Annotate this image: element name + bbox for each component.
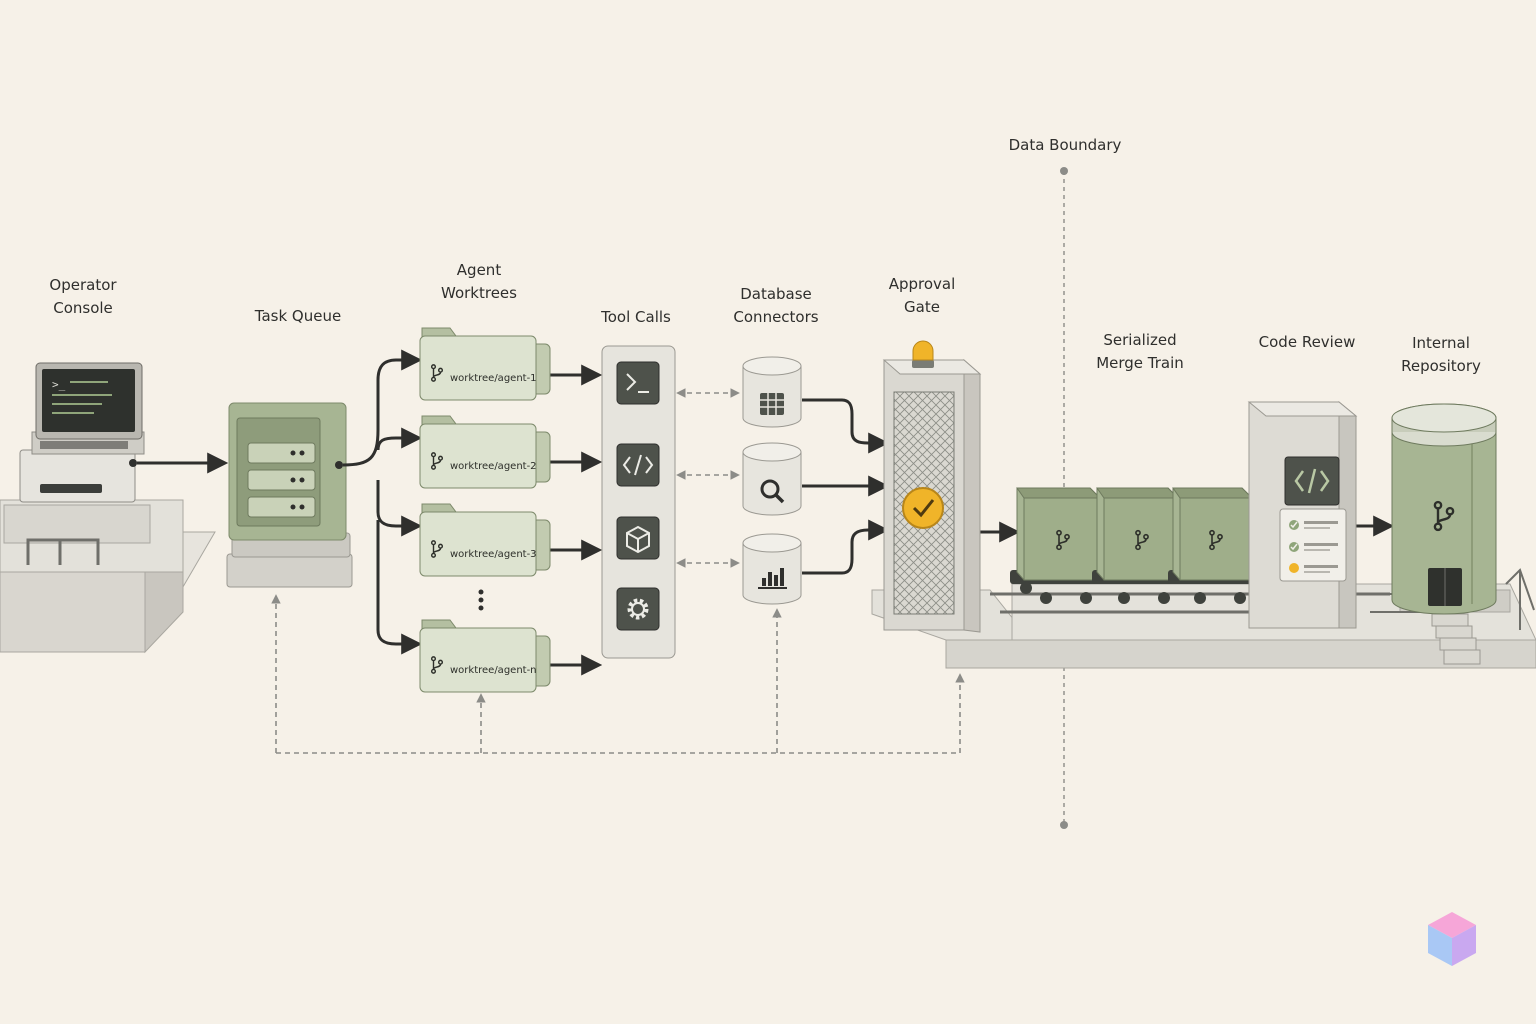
label-internal-repository: Internal Repository (1381, 332, 1501, 378)
label-task-queue: Task Queue (238, 305, 358, 328)
operator-console: >_ (0, 362, 216, 654)
label-line: Console (53, 299, 113, 317)
database-table (742, 356, 802, 428)
label-line: Internal (1412, 334, 1470, 352)
label-line: Data Boundary (1008, 136, 1122, 154)
brand-logo-icon (1428, 912, 1476, 966)
search-icon (760, 479, 785, 504)
task-queue-server (226, 402, 353, 588)
worktree-folder: worktree/agent-2 (419, 415, 551, 489)
label-line: Worktrees (441, 284, 517, 302)
merge-cart (1168, 487, 1258, 604)
approval-gate (871, 340, 1032, 641)
worktree-folder: worktree/agent-1 (419, 327, 551, 401)
merge-cart (1010, 487, 1102, 604)
tool-calls-panel (601, 345, 676, 659)
label-line: Repository (1401, 357, 1481, 375)
internal-repository-silo (1391, 403, 1497, 615)
label-merge-train: Serialized Merge Train (1075, 329, 1205, 375)
label-line: Tool Calls (601, 308, 671, 326)
bar-chart-icon (758, 568, 787, 589)
merge-train (1010, 487, 1258, 604)
checklist (1289, 520, 1338, 573)
label-line: Merge Train (1096, 354, 1184, 372)
label-line: Operator (49, 276, 117, 294)
merge-cart (1092, 487, 1182, 604)
worktree-folder: worktree/agent-3 (419, 503, 551, 577)
data-boundary-line (1060, 167, 1068, 829)
terminal-icon (626, 373, 649, 393)
ellipsis-dots (478, 589, 484, 611)
worktree-label: worktree/agent-2 (450, 461, 537, 472)
dashed-links (271, 388, 965, 754)
label-line: Task Queue (254, 307, 342, 325)
code-review-tower (1247, 400, 1358, 629)
label-line: Code Review (1258, 333, 1356, 351)
label-data-boundary: Data Boundary (995, 134, 1135, 157)
database-search (742, 442, 802, 516)
label-operator-console: Operator Console (28, 274, 138, 320)
label-line: Agent (456, 261, 502, 279)
database-chart (742, 533, 802, 605)
label-line: Database (740, 285, 812, 303)
svg-text:>_: >_ (52, 378, 66, 391)
label-line: Approval (888, 275, 956, 293)
code-icon (1294, 468, 1330, 494)
label-agent-worktrees: Agent Worktrees (419, 259, 539, 305)
worktree-folders: worktree/agent-1 worktree/agent-2 worktr… (419, 327, 551, 693)
label-approval-gate: Approval Gate (867, 273, 977, 319)
code-icon (622, 454, 654, 476)
gear-icon (627, 598, 649, 620)
label-database-connectors: Database Connectors (716, 283, 836, 329)
worktree-label: worktree/agent-1 (450, 373, 537, 384)
label-code-review: Code Review (1244, 331, 1370, 354)
worktree-label: worktree/agent-n (450, 665, 537, 676)
label-line: Serialized (1103, 331, 1177, 349)
cube-icon (626, 525, 650, 554)
database-connectors (742, 356, 802, 605)
label-tool-calls: Tool Calls (581, 306, 691, 329)
flow-arrows (137, 349, 1395, 676)
label-line: Gate (904, 298, 940, 316)
stairs (1431, 613, 1481, 665)
worktree-folder: worktree/agent-n (419, 619, 551, 693)
table-icon (760, 393, 784, 415)
worktree-label: worktree/agent-3 (450, 549, 537, 560)
label-line: Connectors (733, 308, 819, 326)
